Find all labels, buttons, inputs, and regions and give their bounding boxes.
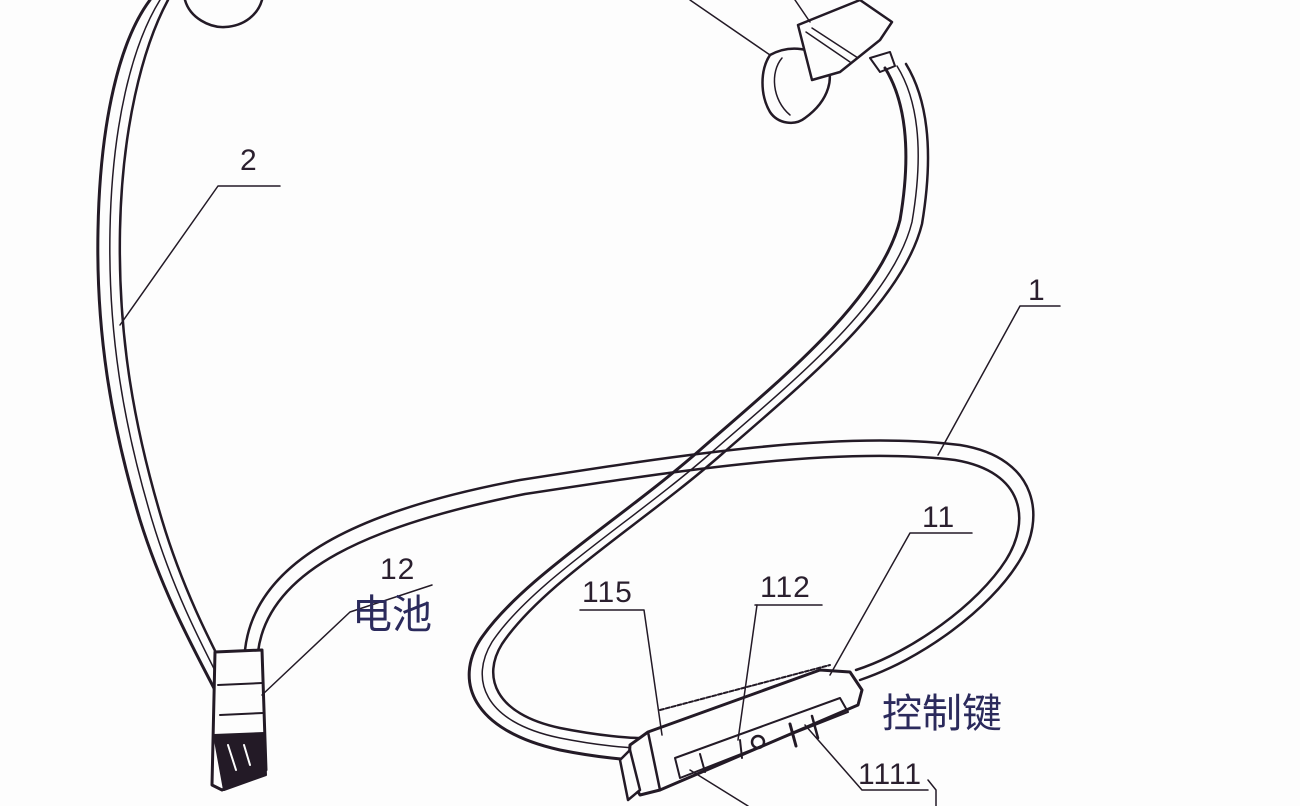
right-cable [467,62,930,762]
left-cable [96,0,242,702]
battery-annotation: 电池 [352,592,432,638]
left-earbud-outline [183,0,264,29]
battery-pack [210,648,268,792]
ref-label-2: 2 [240,144,258,177]
leader-lines [119,185,1061,806]
right-earbud [689,0,896,125]
control-keys-annotation: 控制键 [882,691,1002,737]
neckband [243,439,1035,682]
ref-label-112: 112 [760,571,811,604]
ref-label-1111: 1111 [858,758,923,791]
ref-label-115: 115 [582,576,633,609]
control-box [618,664,864,802]
ref-label-1: 1 [1028,274,1046,307]
ref-label-11: 11 [922,501,956,534]
ref-label-12: 12 [380,553,416,586]
